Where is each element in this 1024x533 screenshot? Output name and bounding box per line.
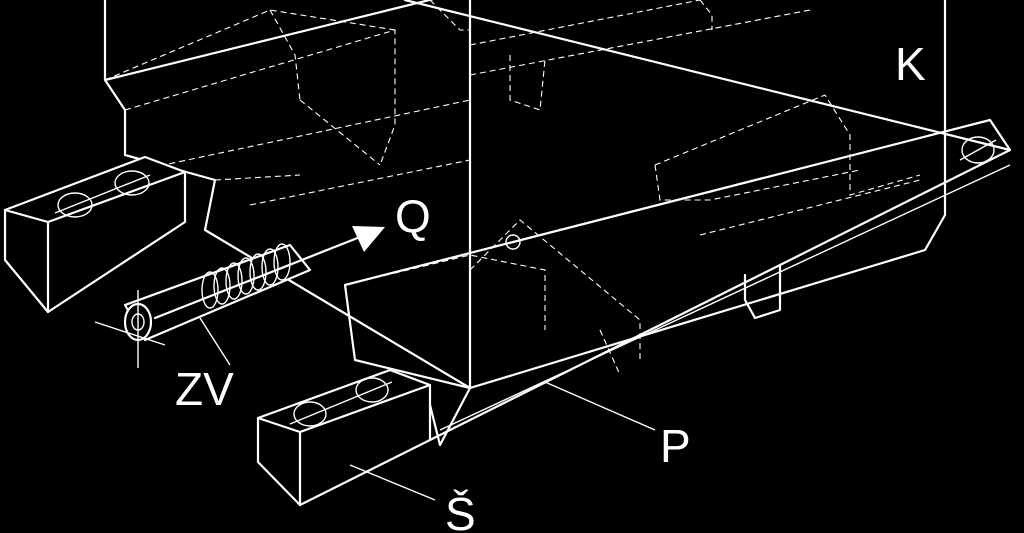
spring-zv: [94, 243, 312, 368]
foot-right: [743, 263, 782, 320]
label-p: P: [660, 420, 691, 472]
label-zv: ZV: [175, 363, 234, 415]
reference-circle: [505, 234, 521, 250]
jaw-block-upper: [3, 155, 187, 314]
jaw-hole-4: [355, 377, 389, 403]
leader-s: [349, 464, 436, 501]
force-arrow-q: [153, 226, 385, 320]
jaw-block-lower: [256, 368, 472, 507]
block-k: [103, 0, 947, 390]
jaw-hole-1: [57, 192, 93, 218]
jaw-hole-2: [114, 170, 150, 196]
label-q: Q: [395, 190, 431, 242]
jaw-hole-3: [293, 401, 327, 427]
leader-zv: [199, 317, 231, 366]
rail-end-hole: [961, 136, 995, 164]
leader-p: [544, 381, 656, 431]
label-s: Š: [445, 488, 476, 533]
rail-bar: [343, 0, 1012, 442]
label-k: K: [895, 38, 926, 90]
hidden-lines: [104, 0, 921, 376]
